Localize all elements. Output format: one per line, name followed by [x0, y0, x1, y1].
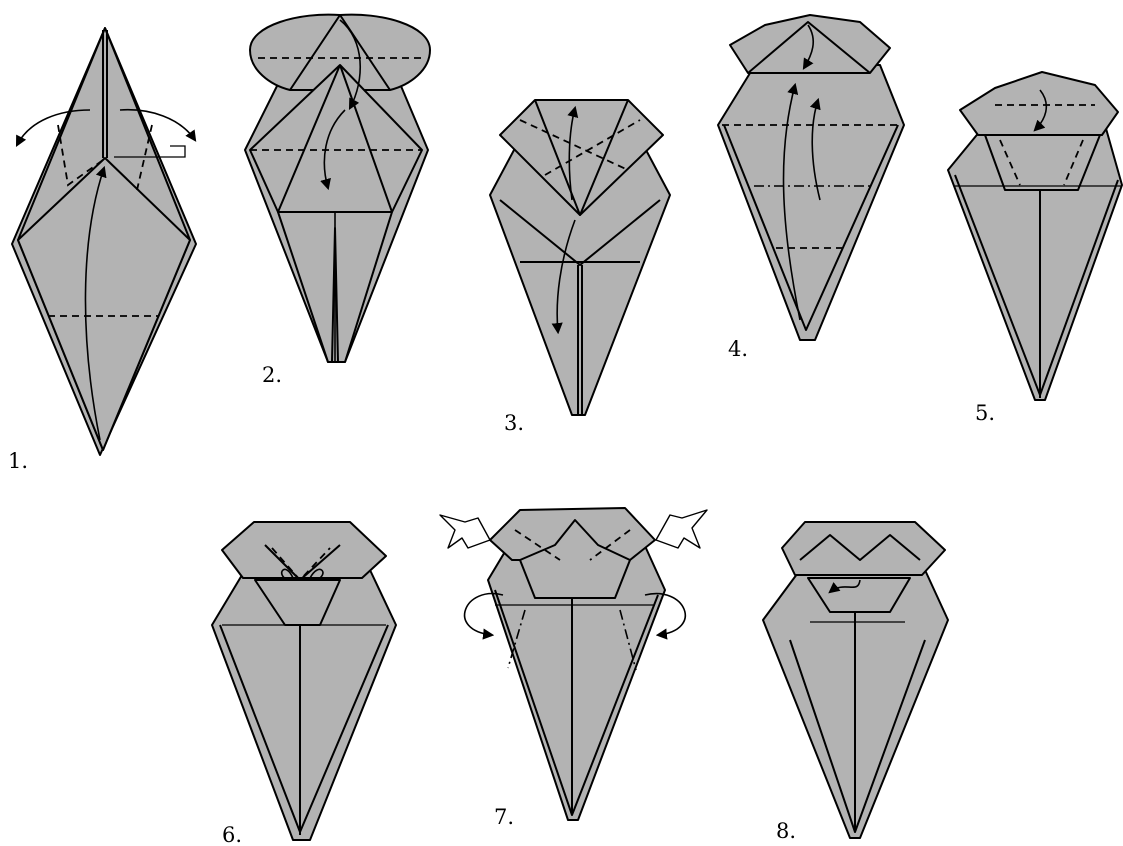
step-7-diagram: 7. — [440, 508, 707, 829]
step-1-diagram: 1. — [8, 28, 196, 473]
step-label-1: 1. — [8, 449, 28, 473]
step-6-diagram: 6. — [212, 522, 396, 846]
step-label-6: 6. — [222, 823, 242, 846]
step-2-diagram: 2. — [245, 15, 430, 387]
step-label-7: 7. — [494, 805, 514, 829]
step-label-3: 3. — [504, 411, 524, 435]
step-3-diagram: 3. — [490, 100, 670, 435]
step-8-diagram: 8. — [763, 522, 948, 843]
step-label-2: 2. — [262, 363, 282, 387]
step-label-5: 5. — [975, 401, 995, 425]
step-label-4: 4. — [728, 337, 748, 361]
step-5-diagram: 5. — [948, 72, 1122, 425]
step-4-diagram: 4. — [718, 15, 904, 361]
step-label-8: 8. — [776, 819, 796, 843]
push-arrow-icon — [440, 515, 490, 548]
push-arrow-icon — [656, 510, 707, 548]
